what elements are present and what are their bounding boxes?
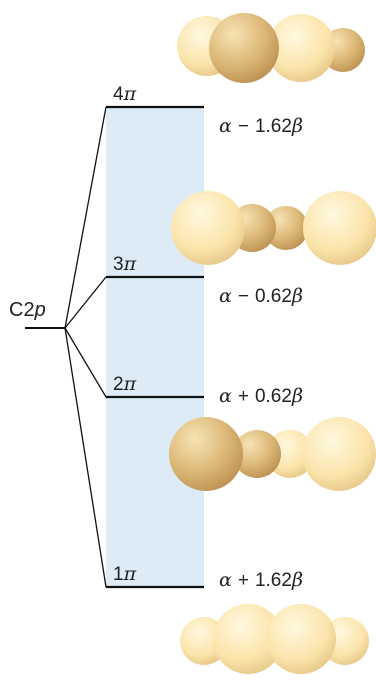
orbital-lobe	[266, 604, 336, 674]
atomic-level-label: C2p	[9, 299, 46, 321]
orbital-lobe	[209, 13, 279, 83]
energy-band	[106, 107, 204, 587]
correlation-lines	[65, 107, 106, 587]
level-label: 2π	[113, 373, 137, 395]
orbital-lobe	[169, 417, 243, 491]
orbital-lobe	[303, 191, 376, 265]
level-label: 3π	[113, 253, 137, 275]
orbital-lobe	[171, 191, 245, 265]
orbital-image-4pi	[177, 13, 365, 83]
orbital-image-3pi	[171, 191, 376, 265]
orbital-lobe	[302, 417, 376, 491]
correlation-line-4pi	[65, 107, 106, 328]
level-label: 4π	[113, 83, 137, 105]
level-energy: α−1.62β	[219, 115, 303, 137]
correlation-line-2pi	[65, 328, 106, 397]
level-energy: α+0.62β	[219, 385, 303, 407]
orbital-image-2pi	[169, 417, 376, 491]
level-label: 1π	[113, 563, 137, 585]
level-energy: α−0.62β	[219, 285, 303, 307]
level-1pi: 1π α+1.62β	[106, 563, 303, 591]
correlation-line-1pi	[65, 328, 106, 587]
orbital-image-1pi	[180, 604, 369, 674]
level-energy: α+1.62β	[219, 569, 303, 591]
correlation-line-3pi	[65, 277, 106, 328]
